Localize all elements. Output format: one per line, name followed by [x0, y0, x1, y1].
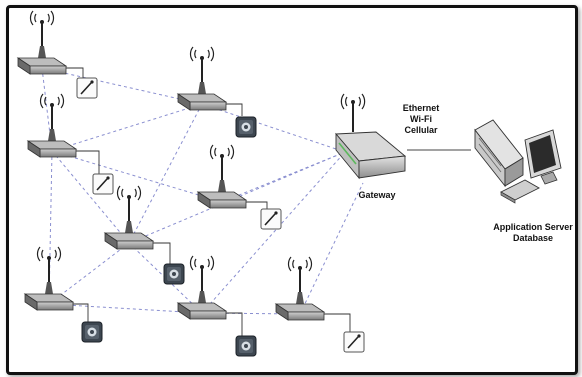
sensor-probe-icon: [92, 173, 114, 195]
sensor-gauge-icon: [81, 321, 103, 343]
sensor-node-4: [197, 144, 247, 209]
sensor-gauge-icon: [235, 116, 257, 138]
network-diagram: [17, 10, 562, 357]
server-label: Application Server Database: [491, 222, 575, 244]
sensor-probe-icon: [260, 208, 282, 230]
sensor-node-1: [17, 10, 67, 75]
mesh-links: [41, 67, 364, 315]
ethernet-label: Ethernet: [402, 103, 440, 113]
sensor-node-2: [177, 46, 227, 111]
wifi-label: Wi-Fi: [410, 114, 432, 124]
diagram-frame: Ethernet Wi-Fi Cellular Gateway Applicat…: [6, 5, 578, 375]
application-server-label: Application Server: [493, 222, 573, 232]
sensor-probe-icon: [76, 77, 98, 99]
cellular-label: Cellular: [404, 125, 438, 135]
sensor-gauge-icon: [235, 335, 257, 357]
sensor-node-8: [275, 256, 325, 321]
sensor-node-5: [104, 185, 154, 250]
sensor-gauge-icon: [163, 263, 185, 285]
sensor-node-7: [177, 255, 227, 320]
gateway-label: Gateway: [358, 190, 396, 200]
sensor-node-3: [27, 93, 77, 158]
database-label: Database: [512, 233, 554, 243]
sensor-probe-icon: [343, 331, 365, 353]
sensor-node-6: [24, 246, 74, 311]
server-workstation-icon: [474, 119, 562, 204]
link-types-label: Ethernet Wi-Fi Cellular: [398, 103, 444, 136]
gateway-router-icon: [335, 93, 407, 180]
